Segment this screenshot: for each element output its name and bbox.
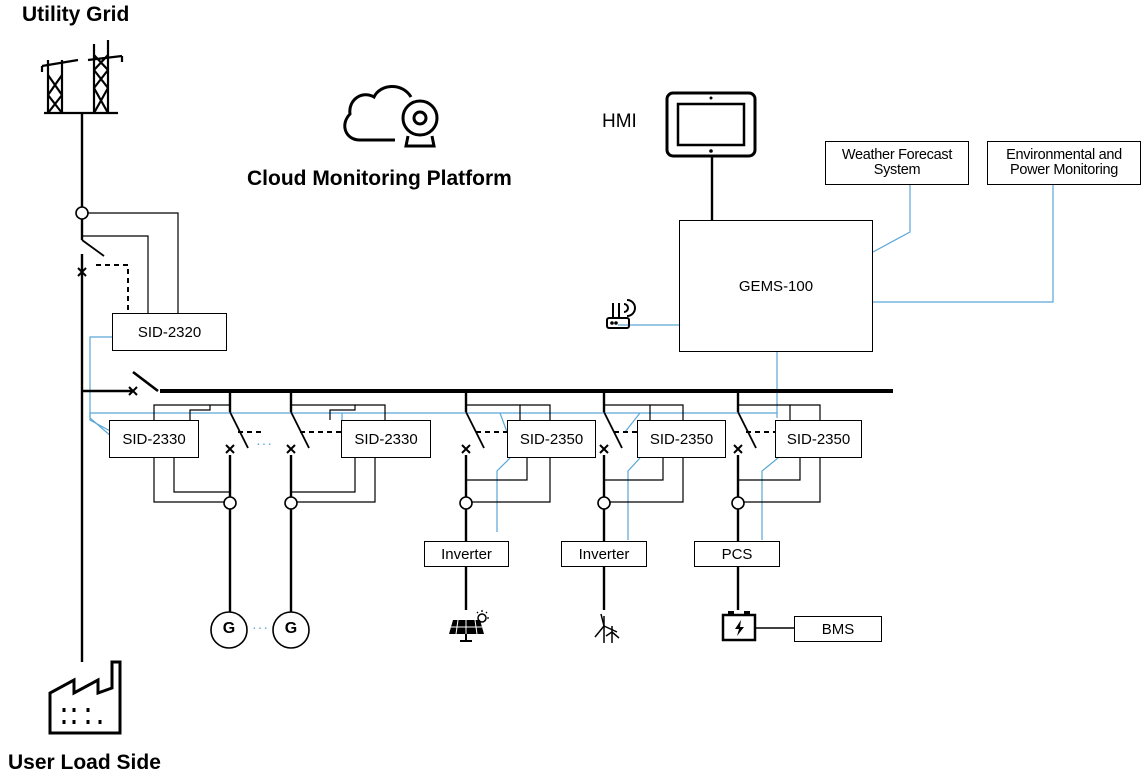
cloud-platform-title: Cloud Monitoring Platform: [247, 167, 512, 190]
router-icon: [606, 299, 636, 329]
control-lines: [96, 264, 778, 433]
cloud-camera-icon: [343, 85, 439, 148]
gems-100-box: GEMS-100: [679, 220, 873, 352]
sid-2350-b-box: SID-2350: [637, 420, 726, 458]
bms-box: BMS: [794, 616, 882, 642]
factory-icon: [48, 660, 122, 735]
sid-2330-right-box: SID-2330: [341, 420, 431, 458]
user-load-side-title: User Load Side: [8, 751, 161, 774]
sid-2320-box: SID-2320: [112, 313, 227, 351]
generator-ellipsis: ···: [252, 619, 269, 635]
generators: [210, 611, 310, 649]
weather-forecast-box: Weather Forecast System: [825, 141, 969, 185]
environment-monitoring-box: Environmental and Power Monitoring: [987, 141, 1141, 185]
inverter-2-box: Inverter: [561, 541, 647, 567]
power-tower-icon: [40, 40, 124, 115]
utility-grid-title: Utility Grid: [22, 3, 130, 26]
inverter-1-box: Inverter: [424, 541, 509, 567]
battery-icon: [721, 611, 757, 642]
sid-2350-c-box: SID-2350: [775, 420, 862, 458]
wind-turbine-icon: [594, 613, 620, 643]
sid-2330-left-box: SID-2330: [109, 420, 199, 458]
communication-lines: [89, 162, 1054, 540]
sid-2330-ellipsis: ···: [256, 435, 273, 451]
pcs-box: PCS: [694, 541, 780, 567]
generator-2-label: G: [284, 620, 298, 637]
solar-panel-icon: [449, 610, 489, 642]
generator-1-label: G: [222, 620, 236, 637]
measurement-wiring: [82, 212, 821, 503]
hmi-tablet-icon: [665, 91, 757, 158]
sid-2350-a-box: SID-2350: [507, 420, 596, 458]
power-lines: [80, 113, 893, 662]
current-transformers: [75, 206, 745, 510]
breaker-marks: [77, 267, 743, 454]
hmi-label: HMI: [602, 111, 637, 132]
breaker-switches: [81, 239, 757, 449]
